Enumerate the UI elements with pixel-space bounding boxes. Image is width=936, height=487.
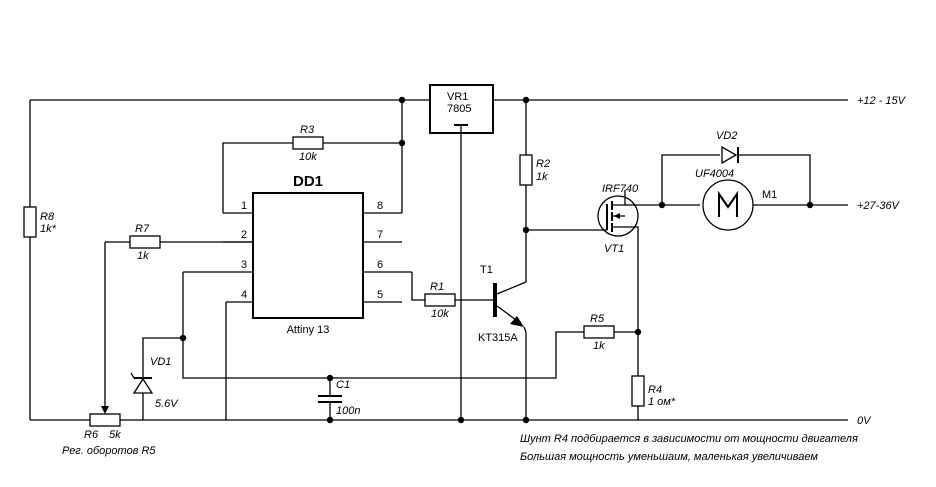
r3-name: R3	[300, 124, 315, 136]
r2-name: R2	[536, 158, 550, 170]
r4-shunt-resistor	[631, 375, 645, 407]
r4-name: R4	[648, 384, 662, 396]
vd1-zener	[132, 377, 154, 394]
pin6-label: 6	[377, 259, 383, 271]
vt1-body-arrow	[614, 213, 620, 219]
dd1-part: Attiny 13	[287, 324, 330, 336]
vd1-value: 5.6V	[155, 398, 179, 410]
r7-value: 1k	[137, 250, 149, 262]
m1-name: M1	[762, 189, 777, 201]
r8-resistor	[23, 206, 37, 238]
vd2-right-wire	[738, 154, 811, 205]
r7-resistor	[129, 235, 161, 249]
r6-value: 5k	[109, 429, 121, 441]
r1-resistor	[424, 293, 456, 307]
pin8-label: 8	[377, 200, 383, 212]
vd1-top-wire	[142, 337, 183, 378]
feedback-wire	[182, 272, 584, 379]
dd1-chip-body	[252, 192, 364, 319]
pin7-label: 7	[377, 229, 383, 241]
r7-name: R7	[135, 223, 150, 235]
note-line-2: Большая мощность уменьшаим, маленькая ув…	[520, 451, 818, 463]
vd1-cathode-tick	[130, 372, 135, 379]
m1-symbol	[718, 190, 738, 217]
vt1-name: VT1	[604, 243, 624, 255]
r4-value: 1 ом*	[648, 396, 676, 408]
vt1-value: IRF740	[602, 183, 639, 195]
pin4-label: 4	[241, 289, 247, 301]
t1-emitter-arrow	[510, 316, 524, 327]
top-rail-label: +12 - 15V	[857, 95, 907, 107]
r1-value: 10k	[431, 308, 449, 320]
c1-value: 100n	[336, 405, 360, 417]
r5-value: 1k	[593, 340, 605, 352]
vd2-diode	[721, 145, 738, 165]
vt1-mosfet-body	[597, 195, 639, 237]
ground-rail-label: 0V	[857, 415, 872, 427]
vt1-source-int	[612, 226, 639, 230]
dd1-name: DD1	[293, 173, 323, 190]
r1-name: R1	[430, 281, 444, 293]
motor-rail-label: +27-36V	[857, 200, 901, 212]
vd2-value: UF4004	[695, 168, 734, 180]
vr1-name: VR1	[447, 91, 468, 103]
pin2-label: 2	[241, 229, 247, 241]
m1-motor	[702, 179, 754, 231]
vd1-name: VD1	[150, 356, 171, 368]
r6-name: R6	[84, 429, 99, 441]
junction-dots	[179, 96, 814, 424]
pin5-label: 5	[377, 289, 383, 301]
r2-resistor	[519, 154, 533, 186]
r5-resistor	[583, 325, 615, 339]
r8-value: 1k*	[40, 223, 57, 235]
r3-resistor	[292, 136, 324, 150]
pin1-label: 1	[241, 200, 247, 212]
vd2-name: VD2	[716, 130, 737, 142]
t1-emitter	[496, 305, 517, 321]
r8-name: R8	[40, 211, 55, 223]
t1-value: KT315A	[478, 332, 518, 344]
r6-potentiometer	[89, 413, 121, 427]
r1-left-wire	[411, 272, 425, 301]
r3-left-wire	[222, 142, 293, 213]
t1-emitter-joint	[523, 326, 527, 333]
r2-value: 1k	[536, 171, 548, 183]
speed-control-caption: Рег. оборотов R5	[62, 445, 156, 457]
t1-collector	[496, 281, 527, 295]
vd2-left-wire	[661, 154, 720, 205]
t1-name: T1	[480, 264, 493, 276]
c1-name: C1	[336, 379, 350, 391]
pin3-label: 3	[241, 259, 247, 271]
r3-value: 10k	[299, 151, 317, 163]
note-line-1: Шунт R4 подбирается в зависимости от мощ…	[520, 433, 858, 445]
vr1-part: 7805	[447, 103, 471, 115]
r6-wiper-arrow	[101, 406, 109, 414]
r5-name: R5	[590, 313, 605, 325]
